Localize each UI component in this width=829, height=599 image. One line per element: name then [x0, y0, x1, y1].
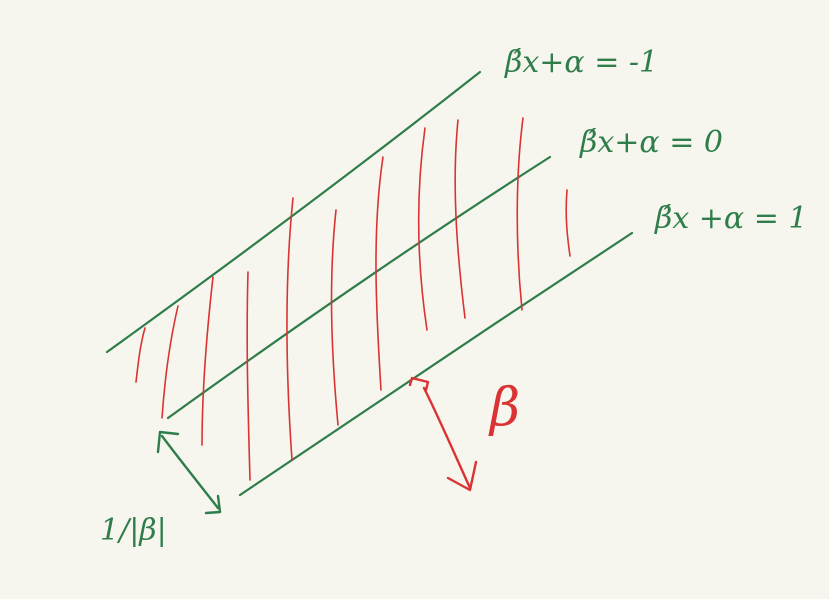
margin-width-arrow [156, 430, 222, 515]
hatch-stroke [161, 305, 179, 419]
hatch-stroke [330, 209, 339, 426]
margin-arrow-head-top [156, 430, 180, 454]
margin-width-label: 1/|β| [100, 513, 167, 548]
margin-arrow-shaft [160, 434, 220, 510]
hatch-stroke [201, 276, 214, 446]
decision-boundary-line [166, 155, 552, 420]
middle-line-label: β́x+α = 0 [579, 125, 723, 160]
normal-arrow-shaft [422, 386, 472, 490]
normal-vector-arrow [408, 376, 478, 492]
lower-line-label: β́x +α = 1 [654, 201, 808, 236]
lower-margin-line [238, 231, 634, 497]
right-angle-marker [408, 376, 430, 392]
hatch-stroke [246, 271, 251, 481]
margin-hatching [135, 117, 571, 481]
hatch-stroke [454, 119, 466, 319]
hatch-stroke [286, 197, 294, 461]
hatch-stroke [565, 189, 571, 257]
upper-line-label: β́x+α = -1 [504, 45, 658, 80]
normal-arrow-head [446, 460, 478, 492]
margin-arrow-head-bottom [204, 494, 222, 515]
hatch-stroke [516, 117, 524, 311]
normal-vector-label: β [488, 378, 520, 438]
hatch-stroke [417, 127, 428, 331]
hatch-stroke [135, 327, 146, 383]
upper-margin-line [105, 70, 482, 354]
hatch-stroke [375, 156, 384, 391]
